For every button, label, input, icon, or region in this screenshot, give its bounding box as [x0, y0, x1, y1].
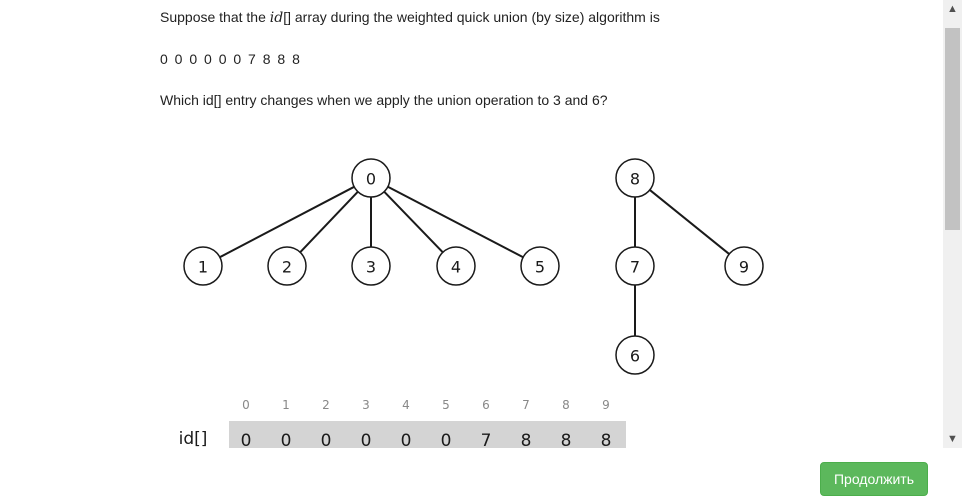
tree-node-0: 0 — [351, 158, 391, 198]
id-array-index-1: 1 — [282, 398, 290, 412]
tree-node-circle — [615, 158, 655, 198]
tree-edges — [219, 185, 730, 336]
tree-node-circle — [351, 158, 391, 198]
tree-node-4: 4 — [436, 246, 476, 286]
id-array-value-3: 0 — [361, 431, 372, 451]
tree-edge-0-4 — [383, 190, 444, 254]
tree-node-5: 5 — [520, 246, 560, 286]
question-intro-before: Suppose that the — [160, 9, 270, 25]
id-array-value-8: 8 — [561, 431, 572, 451]
question-intro-math: id — [269, 10, 284, 26]
tree-node-circle — [267, 246, 307, 286]
tree-node-circle — [724, 246, 764, 286]
tree-node-circle — [520, 246, 560, 286]
question-intro-after: [] array during the weighted quick union… — [283, 9, 660, 25]
question-prompt: Which id[] entry changes when we apply t… — [160, 92, 608, 108]
id-array-name: id[] — [179, 429, 208, 449]
id-array-index-7: 7 — [522, 398, 530, 412]
tree-edge-0-2 — [299, 191, 359, 253]
id-array-index-8: 8 — [562, 398, 570, 412]
scroll-up-icon[interactable]: ▲ — [947, 3, 958, 15]
scroll-down-icon[interactable]: ▼ — [947, 433, 958, 445]
continue-button[interactable]: Продолжить — [820, 462, 928, 496]
tree-node-7: 7 — [615, 246, 655, 286]
tree-node-circle — [183, 246, 223, 286]
tree-node-label: 3 — [366, 258, 376, 277]
id-array-value-0: 0 — [241, 431, 252, 451]
id-array-value-4: 0 — [401, 431, 412, 451]
tree-node-label: 4 — [451, 258, 461, 277]
tree-edge-0-5 — [387, 185, 524, 259]
tree-edge-8-9 — [649, 189, 730, 255]
id-array-value-5: 0 — [441, 431, 452, 451]
tree-node-circle — [615, 246, 655, 286]
id-array-index-4: 4 — [402, 398, 410, 412]
tree-node-label: 7 — [630, 258, 640, 277]
tree-node-8: 8 — [615, 158, 655, 198]
scrollbar-thumb[interactable] — [945, 28, 960, 230]
tree-node-circle — [351, 246, 391, 286]
tree-node-circle — [436, 246, 476, 286]
id-array-index-6: 6 — [482, 398, 490, 412]
tree-node-label: 8 — [630, 170, 640, 189]
tree-node-circle — [615, 335, 655, 375]
tree-node-9: 9 — [724, 246, 764, 286]
question-array-values: 0 0 0 0 0 0 7 8 8 8 — [160, 51, 302, 67]
id-array-index-5: 5 — [442, 398, 450, 412]
id-array-index-3: 3 — [362, 398, 370, 412]
id-array-value-1: 0 — [281, 431, 292, 451]
tree-edge-0-1 — [219, 185, 355, 259]
id-array-figure: id[] 0 0 1 0 2 0 3 0 4 0 5 0 6 7 7 8 8 8 9 8 — [179, 398, 626, 451]
id-array-value-6: 7 — [481, 431, 492, 451]
tree-node-label: 0 — [366, 170, 376, 189]
tree-node-1: 1 — [183, 246, 223, 286]
tree-nodes: 0 1 2 3 4 5 6 7 8 9 — [183, 158, 764, 375]
tree-node-label: 5 — [535, 258, 545, 277]
id-array-value-7: 8 — [521, 431, 532, 451]
id-array-value-2: 0 — [321, 431, 332, 451]
id-array-index-2: 2 — [322, 398, 330, 412]
question-intro: Suppose that the id[] array during the w… — [160, 8, 660, 27]
id-array-index-9: 9 — [602, 398, 610, 412]
tree-node-3: 3 — [351, 246, 391, 286]
tree-node-label: 1 — [198, 258, 208, 277]
tree-node-label: 2 — [282, 258, 292, 277]
tree-node-label: 6 — [630, 347, 640, 366]
tree-node-2: 2 — [267, 246, 307, 286]
tree-node-6: 6 — [615, 335, 655, 375]
vertical-scrollbar[interactable]: ▲ ▼ — [943, 0, 962, 448]
id-array-index-0: 0 — [242, 398, 250, 412]
tree-node-label: 9 — [739, 258, 749, 277]
id-array-row-background — [229, 421, 626, 448]
id-array-value-9: 8 — [601, 431, 612, 451]
